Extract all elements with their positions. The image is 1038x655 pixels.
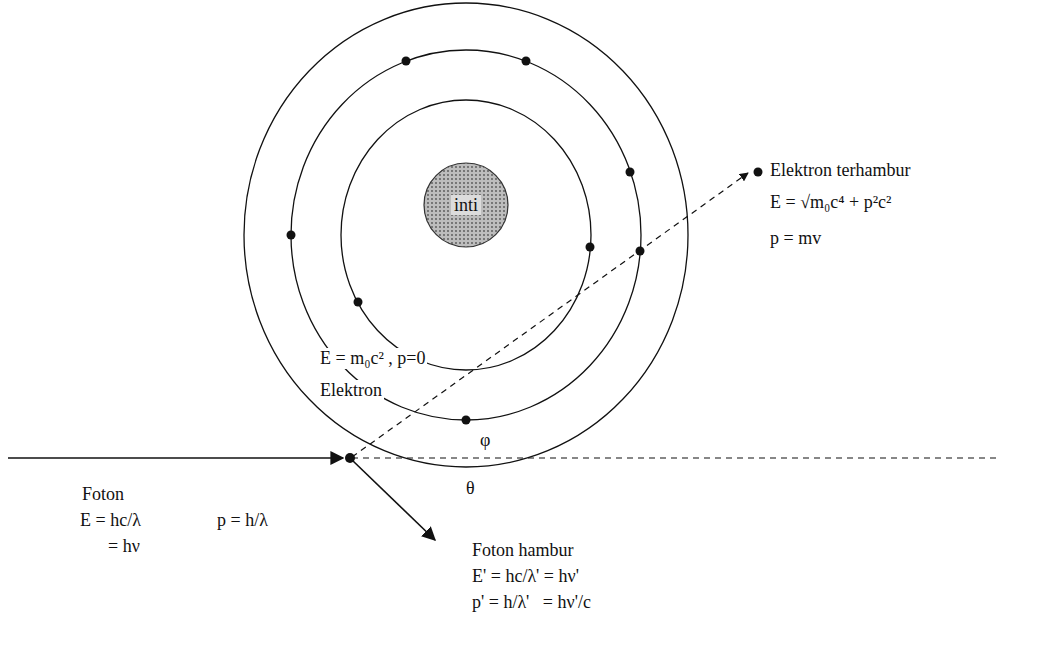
energy-formula: E = √m₀c⁴ + p²c² [768,192,894,213]
scattered-photon [352,460,435,540]
momentum-formula: p' = h/λ' = hν'/c [470,592,593,613]
orbit-electrons [287,57,763,464]
incident-photon [8,457,343,459]
momentum-formula: p = mv [768,228,823,249]
electron-path [352,173,748,457]
reference-line [352,457,1000,458]
energy-formula: E = m₀c² , p=0 [318,348,427,369]
photon-label: Foton hambur [470,540,576,561]
electron-label: Elektron terhambur [768,160,912,181]
nucleus-fill [424,163,508,247]
electron-dot [626,168,635,177]
outer-orbit [244,3,688,467]
electron-dot [354,298,363,307]
energy-formula: E' = hc/λ' = hν' [470,566,581,587]
inner-orbit [341,100,591,370]
photon-label: Foton [80,484,126,505]
nucleus-circle: inti [423,162,509,248]
electron-dot [586,243,595,252]
nucleus-label: inti [451,195,481,216]
electron-dot [402,57,411,66]
angle-symbol: θ [464,478,477,499]
electron-dot [462,416,471,425]
electron-dot [287,231,296,240]
energy-formula: E = hc/λ [78,510,143,531]
scattered-electron [754,168,763,177]
energy-formula: = hν [106,536,142,557]
momentum-formula: p = h/λ [215,510,270,531]
middle-orbit [291,50,641,420]
electron-orbits [244,3,688,467]
electron-dot [522,57,531,66]
angle-symbol: φ [478,430,492,451]
electron-label: Elektron [318,380,384,401]
